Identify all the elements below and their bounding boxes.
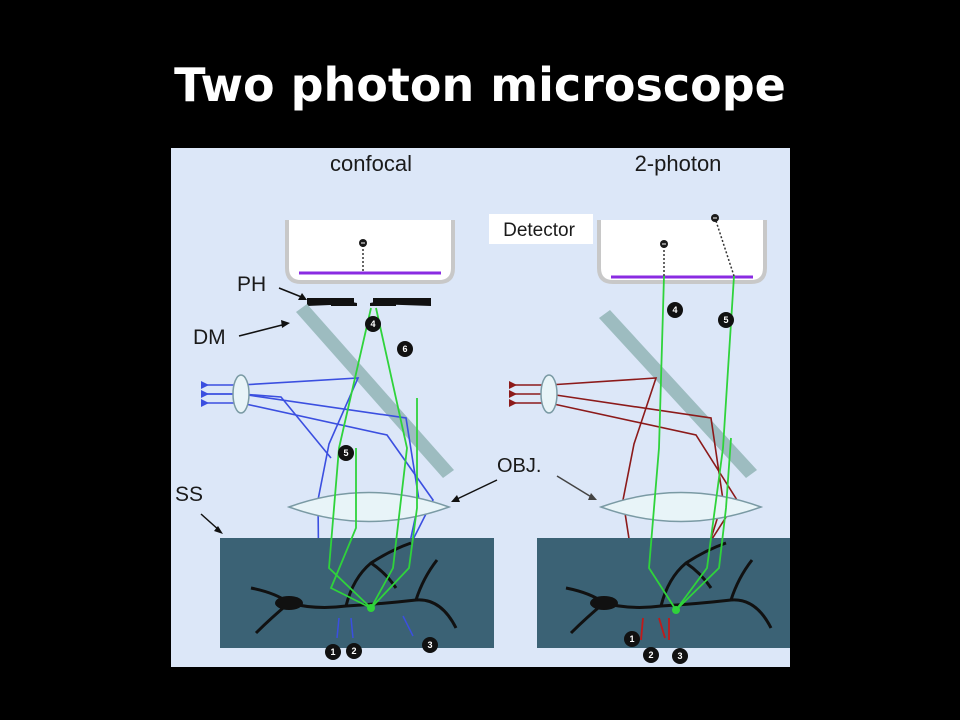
confocal-neuron-soma — [275, 596, 303, 610]
svg-text:6: 6 — [402, 344, 407, 354]
svg-text:3: 3 — [427, 640, 432, 650]
label-pinhole: PH — [237, 273, 266, 296]
two-photon-dichroic-mirror — [599, 310, 757, 478]
marker-two-photon-3: 3 — [672, 648, 688, 664]
label-specimen: SS — [175, 483, 203, 506]
pinhole-taper-right — [370, 298, 396, 306]
marker-confocal-3: 3 — [422, 637, 438, 653]
confocal-exit-arrows — [336, 615, 414, 639]
marker-confocal-6: 6 — [397, 341, 413, 357]
svg-text:2: 2 — [351, 646, 356, 656]
marker-two-photon-1: 1 — [624, 631, 640, 647]
two-photon-objective-lens — [598, 491, 764, 523]
objective-pointer-left — [454, 479, 498, 501]
svg-text:5: 5 — [723, 315, 728, 325]
label-dichroic-mirror: DM — [193, 326, 226, 349]
pinhole-pointer — [278, 287, 305, 299]
two-photon-detector-housing — [597, 220, 767, 284]
marker-two-photon-5: 5 — [718, 312, 734, 328]
marker-confocal-4: 4 — [365, 316, 381, 332]
confocal-objective-lens — [286, 491, 452, 523]
marker-two-photon-2: 2 — [643, 647, 659, 663]
two-photon-focusing-lens — [540, 374, 558, 414]
two-photon-neuron-soma — [590, 596, 618, 610]
pinhole-pointer-head — [298, 293, 307, 300]
svg-text:3: 3 — [677, 651, 682, 661]
two-photon-exit-arrows — [640, 617, 670, 641]
two-photon-input-arrows — [509, 381, 517, 407]
two-photon-focal-spot — [672, 606, 680, 614]
confocal-emission-paths — [328, 307, 418, 609]
confocal-detector-housing — [285, 220, 455, 284]
svg-text:1: 1 — [330, 647, 335, 657]
marker-confocal-2: 2 — [346, 643, 362, 659]
dichroic-pointer — [238, 323, 287, 337]
pinhole-taper — [331, 298, 357, 306]
panel-title-confocal: confocal — [330, 151, 412, 176]
confocal-input-arrows — [201, 381, 209, 407]
label-objective: OBJ. — [497, 455, 541, 477]
specimen-pointer-head — [214, 526, 223, 534]
two-photon-emission-paths — [648, 275, 735, 611]
objective-pointer-left-head — [451, 495, 460, 502]
microscope-diagram: confocal 2-photon Detector — [171, 148, 790, 667]
svg-text:4: 4 — [370, 319, 375, 329]
dichroic-pointer-head — [281, 320, 290, 328]
svg-text:4: 4 — [672, 305, 677, 315]
objective-pointer-right-head — [588, 493, 597, 500]
svg-text:5: 5 — [343, 448, 348, 458]
confocal-focusing-lens — [232, 374, 250, 414]
objective-pointer-right — [556, 475, 594, 499]
svg-text:2: 2 — [648, 650, 653, 660]
svg-text:1: 1 — [629, 634, 634, 644]
detector-label-box — [489, 214, 593, 244]
confocal-specimen — [220, 538, 494, 648]
two-photon-electron-path-2 — [715, 220, 735, 277]
two-photon-specimen — [537, 538, 790, 648]
confocal-focal-spot — [367, 604, 375, 612]
marker-confocal-5: 5 — [338, 445, 354, 461]
marker-confocal-1: 1 — [325, 644, 341, 660]
marker-two-photon-4: 4 — [667, 302, 683, 318]
confocal-dichroic-mirror — [296, 304, 454, 478]
slide-title: Two photon microscope — [174, 58, 786, 112]
panel-title-two-photon: 2-photon — [635, 151, 722, 176]
detector-label: Detector — [503, 220, 575, 241]
